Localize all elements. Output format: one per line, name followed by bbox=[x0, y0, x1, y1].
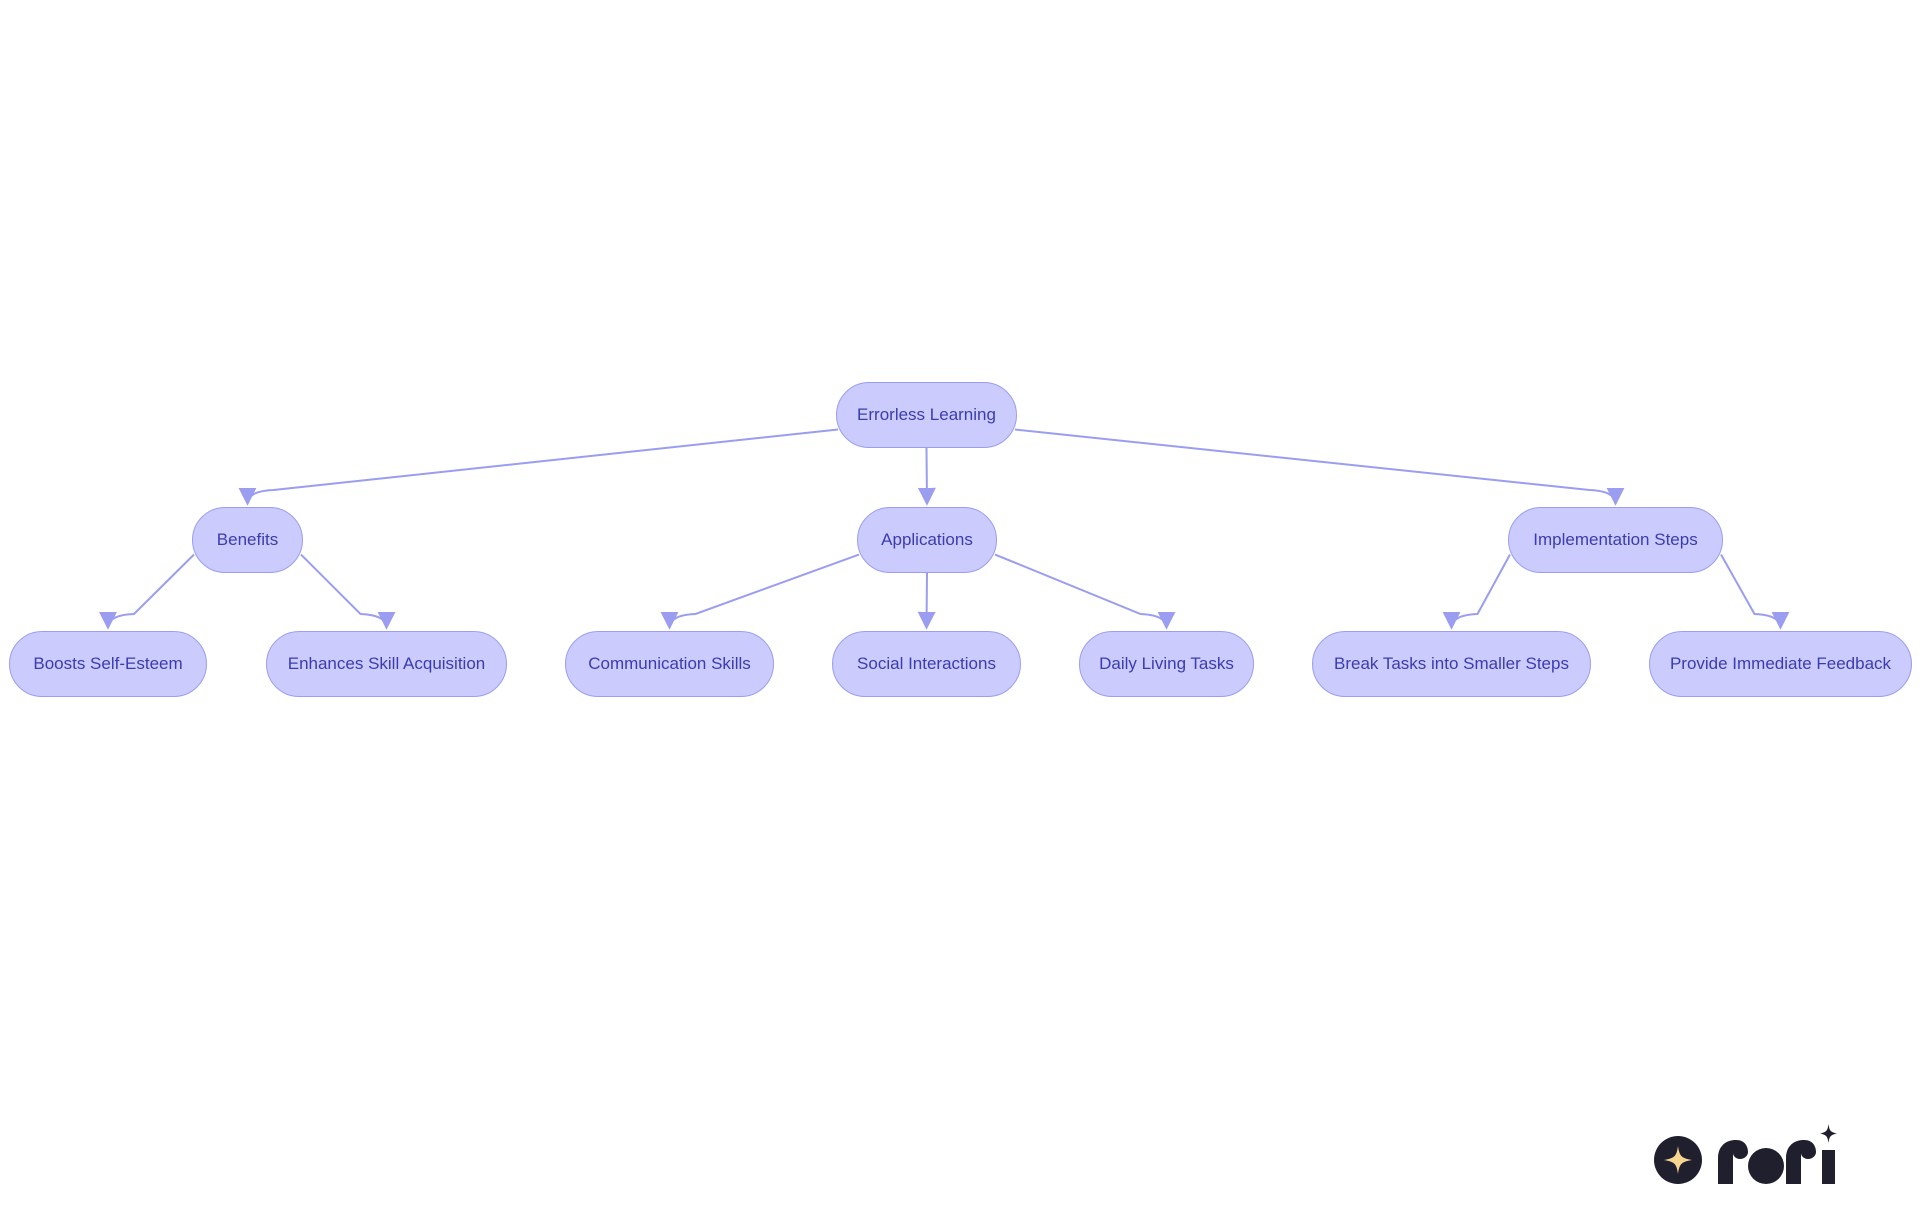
edge-applications-to-daily_living bbox=[994, 553, 1176, 630]
edge-applications-to-communication bbox=[660, 553, 860, 630]
edges-layer bbox=[99, 428, 1790, 630]
edge-benefits-to-skill_acq bbox=[300, 553, 396, 630]
edge-implementation-to-feedback bbox=[1720, 554, 1790, 630]
edge-root-to-implementation bbox=[1014, 428, 1625, 506]
node-implementation-steps[interactable]: Implementation Steps bbox=[1508, 507, 1723, 573]
node-communication-skills[interactable]: Communication Skills bbox=[565, 631, 774, 697]
edge-applications-to-social bbox=[917, 572, 936, 630]
logo-letter-r-1 bbox=[1718, 1140, 1748, 1184]
node-provide-immediate-feedback[interactable]: Provide Immediate Feedback bbox=[1649, 631, 1912, 697]
logo-sparkle-icon bbox=[1664, 1146, 1692, 1174]
logo-letter-i bbox=[1822, 1150, 1835, 1184]
node-break-tasks-into-smaller-steps[interactable]: Break Tasks into Smaller Steps bbox=[1312, 631, 1591, 697]
edge-implementation-to-break_tasks bbox=[1442, 554, 1511, 630]
rori-logo bbox=[1654, 1124, 1837, 1184]
logo-letter-o bbox=[1748, 1148, 1784, 1184]
logo-star-icon bbox=[1820, 1124, 1837, 1143]
node-applications[interactable]: Applications bbox=[857, 507, 997, 573]
edge-root-to-benefits bbox=[238, 428, 839, 506]
node-benefits[interactable]: Benefits bbox=[192, 507, 303, 573]
edge-benefits-to-self_esteem bbox=[99, 553, 195, 630]
node-daily-living-tasks[interactable]: Daily Living Tasks bbox=[1079, 631, 1254, 697]
node-errorless-learning[interactable]: Errorless Learning bbox=[836, 382, 1017, 448]
node-social-interactions[interactable]: Social Interactions bbox=[832, 631, 1021, 697]
node-enhances-skill-acquisition[interactable]: Enhances Skill Acquisition bbox=[266, 631, 507, 697]
logo-letter-r-2 bbox=[1786, 1140, 1816, 1184]
node-boosts-self-esteem[interactable]: Boosts Self-Esteem bbox=[9, 631, 207, 697]
edge-root-to-applications bbox=[917, 447, 936, 506]
